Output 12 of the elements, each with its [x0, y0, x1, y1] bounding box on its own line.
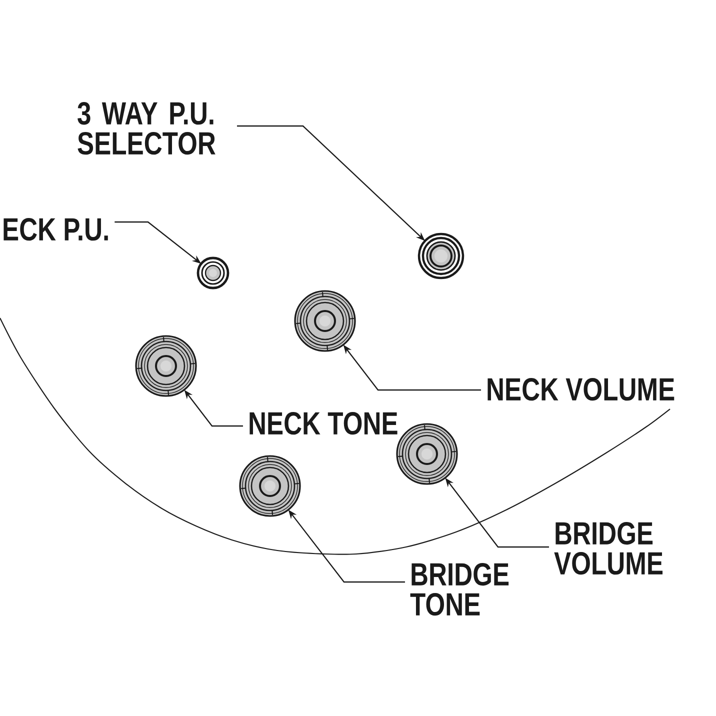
control-knob: [239, 455, 301, 517]
control-knob: [294, 290, 356, 352]
callout-label: 3 WAY P.U. SELECTOR: [78, 102, 216, 155]
callout-label: NECK VOLUME: [488, 378, 674, 401]
selector-switch: [418, 232, 464, 280]
callout-label: BRIDGE TONE: [410, 563, 509, 616]
callout-label: BRIDGE VOLUME: [554, 522, 663, 575]
callout-label: NECK TONE: [250, 412, 398, 435]
mini-switch: [196, 256, 230, 290]
callout-label: ECK P.U.: [4, 218, 108, 241]
control-knob: [135, 335, 197, 397]
control-knob: [396, 423, 458, 485]
